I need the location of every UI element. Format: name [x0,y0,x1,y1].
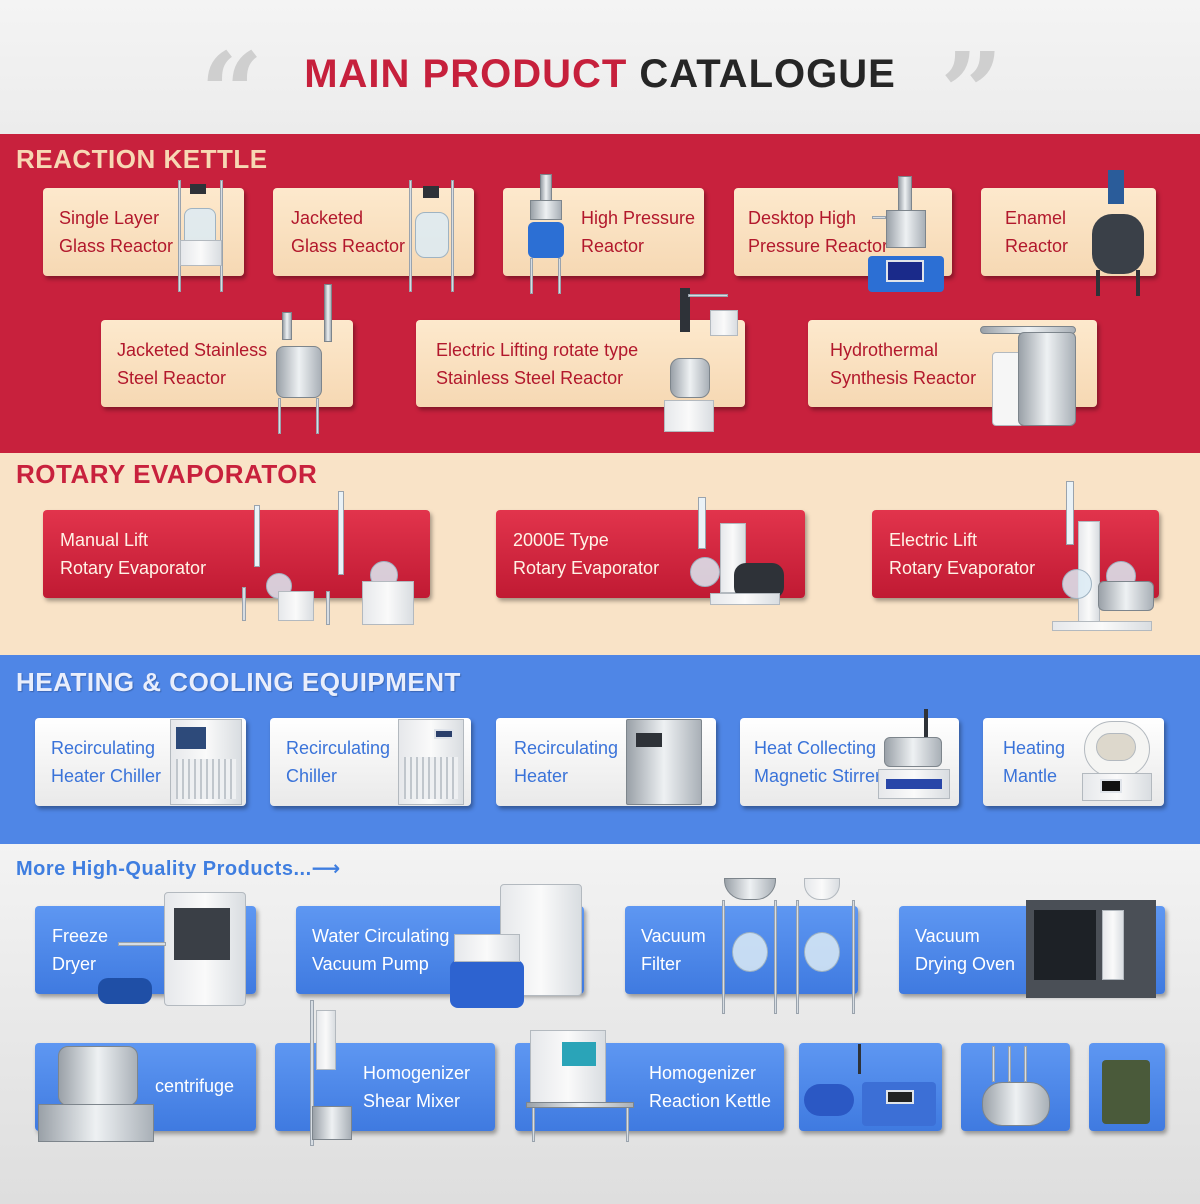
product-label-line1: Vacuum [641,926,706,946]
product-label-line2: Mantle [1003,766,1058,786]
product-label-line1: centrifuge [155,1076,235,1096]
title-dark-part: CATALOGUE [639,52,896,96]
electric-lifting-stainless-reactor-image [650,288,744,436]
page-title: MAIN PRODUCT CATALOGUE [0,52,1200,97]
product-label-line2: Glass Reactor [59,236,174,256]
single-layer-glass-reactor-image [172,180,232,294]
heating-cooling-section: HEATING & COOLING EQUIPMENT Recirculatin… [0,655,1200,844]
recirculating-chiller-image [398,719,464,805]
product-label-line2: Filter [641,954,681,974]
reaction-kettle-section: REACTION KETTLE Single Layer Glass React… [0,134,1200,453]
title-red-part: MAIN PRODUCT [304,52,628,96]
manual-lift-rotary-evaporator-image [238,491,424,627]
product-label-line2: Glass Reactor [291,236,406,256]
product-label-line1: High Pressure [581,208,696,228]
rotary-evaporator-section: ROTARY EVAPORATOR Manual Lift Rotary Eva… [0,453,1200,655]
vacuum-filter-image [720,878,860,1016]
product-label-line1: Vacuum [915,926,980,946]
product-label-line1: Desktop High [748,208,857,228]
product-label-line2: Rotary Evaporator [60,558,207,578]
product-label-line1: Jacketed Stainless [117,340,268,360]
product-label-line1: Heat Collecting [754,738,877,758]
product-label-line2: Drying Oven [915,954,1016,974]
homogenizer-shear-mixer-image [290,1000,360,1150]
catalogue-header: “ MAIN PRODUCT CATALOGUE ” [0,0,1200,148]
product-label-line2: Rotary Evaporator [513,558,660,578]
product-label-line1: Homogenizer [649,1063,757,1083]
product-label-line1: Heating [1003,738,1066,758]
centrifuge-image [38,1026,154,1146]
stirrer-plate-image [802,1044,938,1130]
product-label-line1: Hydrothermal [830,340,939,360]
bottle-dryer-image [976,1046,1056,1130]
product-label-line1: Enamel [1005,208,1067,228]
product-label-line1: Electric Lift [889,530,978,550]
product-label-line2: Heater Chiller [51,766,162,786]
electric-lift-rotary-evaporator-image [1048,481,1158,635]
product-label-line2: Reactor [1005,236,1069,256]
more-products-link[interactable]: More High-Quality Products...⟶ [16,858,341,880]
product-label-line2: Reaction Kettle [649,1091,772,1111]
section-title-heating-cooling: HEATING & COOLING EQUIPMENT [16,667,461,697]
product-label-line2: Chiller [286,766,338,786]
product-label-line2: Dryer [52,954,96,974]
product-label-line2: Vacuum Pump [312,954,429,974]
2000e-rotary-evaporator-image [680,497,786,609]
product-label-line2: Steel Reactor [117,368,227,388]
heating-mantle-image [1082,721,1152,803]
high-pressure-reactor-image [520,174,572,298]
product-label-line1: Recirculating [286,738,391,758]
product-label-line2: Stainless Steel Reactor [436,368,624,388]
product-label-line2: Shear Mixer [363,1091,461,1111]
vacuum-drying-oven-image [1026,900,1156,1000]
product-label-line2: Synthesis Reactor [830,368,977,388]
product-label-line1: Manual Lift [60,530,149,550]
product-label-line2: Rotary Evaporator [889,558,1036,578]
product-label-line1: Recirculating [514,738,619,758]
product-label-line1: Recirculating [51,738,156,758]
product-label-line2: Heater [514,766,569,786]
open-quote-icon: “ [200,28,264,157]
product-label-line2: Magnetic Stirrer [754,766,882,786]
product-label-line2: Reactor [581,236,645,256]
heat-collecting-magnetic-stirrer-image [876,709,952,805]
hydrothermal-synthesis-reactor-image [976,322,1086,430]
jerry-can-image [1100,1056,1152,1126]
water-circulating-vacuum-pump-image [450,884,584,1008]
enamel-reactor-image [1088,170,1148,300]
product-label-line2: Pressure Reactor [748,236,889,256]
desktop-high-pressure-reactor-image [868,176,944,296]
recirculating-heater-image [626,719,702,805]
section-title-reaction-kettle: REACTION KETTLE [16,144,268,174]
close-quote-icon: ” [940,28,1004,157]
product-label-line1: 2000E Type [513,530,609,550]
product-label-line1: Electric Lifting rotate type [436,340,639,360]
homogenizer-reaction-kettle-image [526,1030,636,1146]
product-label-line1: Single Layer [59,208,160,228]
jacketed-glass-reactor-image [405,180,461,294]
jacketed-stainless-steel-reactor-image [268,284,342,436]
section-title-rotary-evaporator: ROTARY EVAPORATOR [16,459,318,489]
product-label-line1: Jacketed [291,208,364,228]
product-label-line1: Water Circulating [312,926,450,946]
freeze-dryer-image [98,892,250,1008]
product-label-line1: Homogenizer [363,1063,471,1083]
more-products-section: More High-Quality Products...⟶ Freeze Dr… [0,844,1200,1204]
product-label-line1: Freeze [52,926,109,946]
recirculating-heater-chiller-image [170,719,242,805]
